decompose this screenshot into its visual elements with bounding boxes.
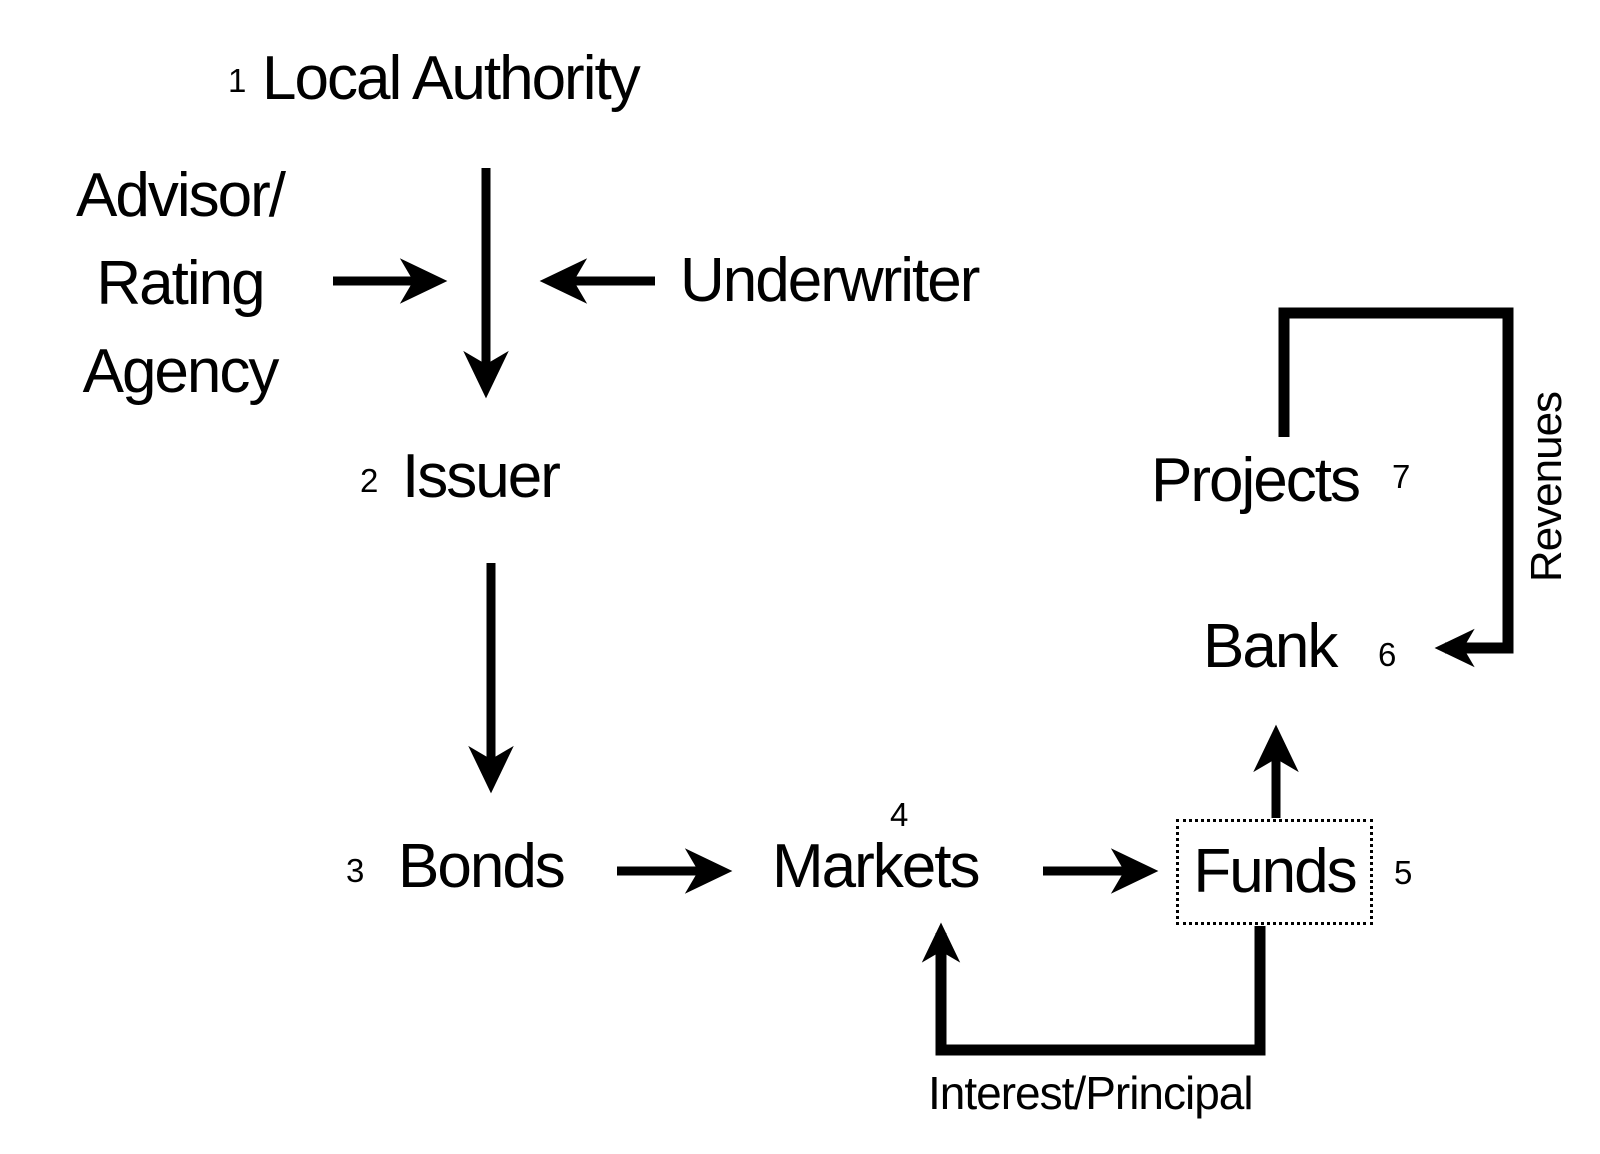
node-projects: Projects bbox=[1151, 446, 1361, 515]
step-number-4: 4 bbox=[890, 796, 909, 833]
node-bank: Bank bbox=[1203, 612, 1338, 681]
connector-funds-to-markets-return bbox=[921, 922, 1266, 1056]
node-local-authority: Local Authority bbox=[262, 44, 641, 113]
step-number-1: 1 bbox=[228, 62, 247, 99]
node-underwriter: Underwriter bbox=[680, 246, 980, 315]
node-markets: Markets bbox=[772, 832, 980, 901]
advisor-line-2: Rating bbox=[96, 249, 265, 318]
step-number-6: 6 bbox=[1378, 636, 1397, 673]
advisor-line-1: Advisor/ bbox=[76, 161, 286, 230]
node-issuer: Issuer bbox=[402, 442, 561, 511]
connector-projects-to-bank bbox=[1278, 307, 1514, 668]
node-advisor-rating-agency: Advisor/ Rating Agency bbox=[30, 152, 330, 416]
advisor-line-3: Agency bbox=[82, 337, 280, 406]
edge-label-revenues: Revenues bbox=[1522, 391, 1571, 583]
step-number-5: 5 bbox=[1394, 854, 1413, 891]
funds-dotted-box: Funds bbox=[1176, 819, 1373, 925]
step-number-3: 3 bbox=[346, 852, 365, 889]
step-number-7: 7 bbox=[1392, 458, 1411, 495]
edge-label-interest-principal: Interest/Principal bbox=[928, 1067, 1254, 1119]
node-bonds: Bonds bbox=[398, 832, 566, 901]
step-number-2: 2 bbox=[360, 462, 379, 499]
node-funds: Funds bbox=[1193, 837, 1357, 906]
